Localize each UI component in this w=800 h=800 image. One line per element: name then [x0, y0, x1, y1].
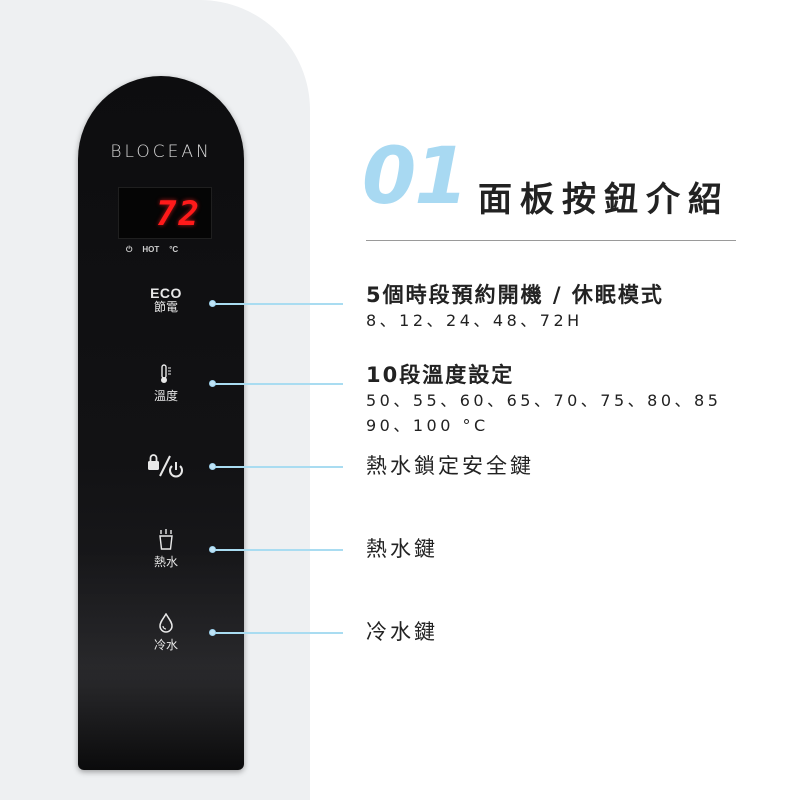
- water-drop-icon: [159, 612, 173, 633]
- feature-temperature: 10段溫度設定 50、55、60、65、70、75、80、85 90、100 °…: [366, 362, 721, 438]
- brand-logo: BLOCEAN: [110, 142, 212, 162]
- temperature-label: 溫度: [153, 389, 178, 403]
- hot-cup-icon: [159, 529, 173, 550]
- connector-line: [213, 632, 343, 634]
- connector-dot: [209, 546, 216, 553]
- display-value: 72: [156, 194, 201, 234]
- connector-line: [213, 466, 343, 468]
- divider: [366, 240, 736, 241]
- connector-line: [213, 303, 343, 305]
- hot-water-label: 熱水: [153, 555, 178, 569]
- hot-water-button[interactable]: 熱水: [136, 528, 196, 569]
- control-panel: BLOCEAN 72 ⏻ HOT °C ECO 節電 溫度: [78, 76, 244, 770]
- feature-cold-water: 冷水鍵: [366, 619, 438, 645]
- connector-dot: [209, 380, 216, 387]
- hot-indicator: HOT: [142, 245, 160, 254]
- feature-title: 熱水鍵: [366, 537, 438, 561]
- feature-title: 熱水鎖定安全鍵: [366, 454, 534, 478]
- connector-dot: [209, 300, 216, 307]
- lock-power-icon: [148, 454, 183, 478]
- connector-dot: [209, 463, 216, 470]
- section-title: 面板按鈕介紹: [478, 180, 730, 220]
- eco-sublabel: 節電: [153, 300, 178, 314]
- temperature-button[interactable]: 溫度: [136, 364, 196, 403]
- feature-title: 10段溫度設定: [366, 363, 515, 387]
- section-number: 01: [362, 132, 469, 222]
- eco-label: ECO: [150, 285, 182, 301]
- feature-schedule: 5個時段預約開機 / 休眠模式 8、12、24、48、72H: [366, 282, 664, 333]
- thermometer-icon: [161, 364, 171, 383]
- eco-button[interactable]: ECO 節電: [136, 286, 196, 314]
- indicator-row: ⏻ HOT °C: [126, 245, 216, 255]
- feature-detail: 8、12、24、48、72H: [366, 311, 583, 330]
- feature-detail: 50、55、60、65、70、75、80、85: [366, 391, 722, 410]
- connector-dot: [209, 629, 216, 636]
- feature-title: 冷水鍵: [366, 620, 438, 644]
- connector-line: [213, 549, 343, 551]
- temperature-display: 72: [118, 187, 212, 239]
- power-indicator-icon: ⏻: [126, 245, 133, 254]
- connector-line: [213, 383, 343, 385]
- cold-water-button[interactable]: 冷水: [136, 612, 196, 652]
- cold-water-label: 冷水: [153, 638, 178, 652]
- feature-hot-water: 熱水鍵: [366, 536, 438, 562]
- feature-detail: 90、100 °C: [366, 416, 489, 435]
- celsius-indicator: °C: [169, 245, 179, 254]
- feature-lock: 熱水鎖定安全鍵: [366, 453, 534, 479]
- hot-water-lock-button[interactable]: [136, 452, 196, 485]
- feature-title: 5個時段預約開機 / 休眠模式: [366, 283, 664, 307]
